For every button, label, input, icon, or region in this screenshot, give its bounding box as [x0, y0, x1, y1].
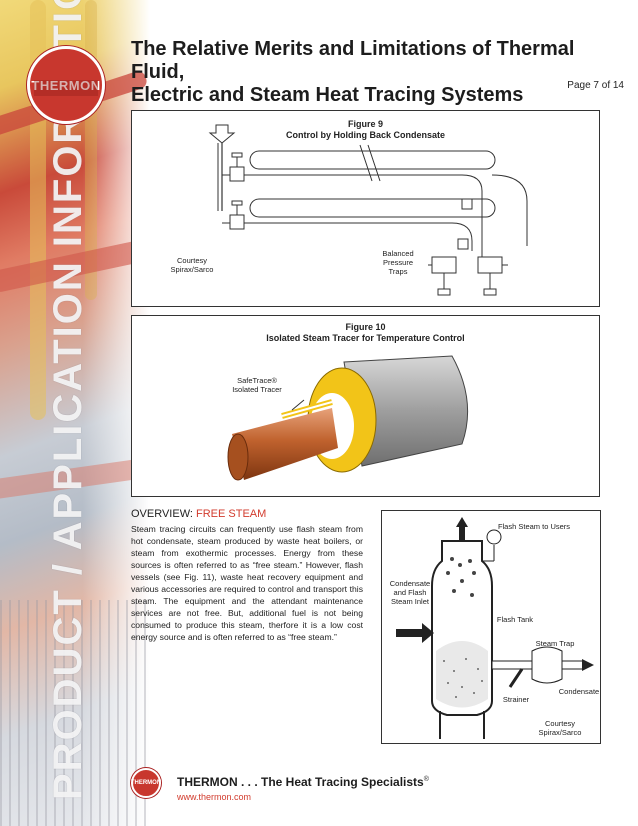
figure-9-courtesy: Courtesy Spirax/Sarco	[170, 256, 214, 274]
inlet-label: Condensate and Flash Steam Inlet	[389, 579, 431, 606]
footer-logo: THERMON	[131, 768, 161, 798]
figure-9-number: Figure 9	[347, 119, 383, 129]
page-indicator: Page 7 of 14	[567, 80, 624, 91]
overview-section: OVERVIEW: FREE STEAM Steam tracing circu…	[131, 508, 363, 643]
figure-10: Figure 10 Isolated Steam Tracer for Temp…	[131, 315, 600, 497]
flash-steam-to-users-label: Flash Steam to Users	[497, 522, 571, 531]
figure-10-tracer-label: SafeTrace® Isolated Tracer	[232, 376, 282, 394]
footer-tagline: THERMON . . . The Heat Tracing Specialis…	[177, 775, 429, 789]
figure-9-traps-label: Balanced Pressure Traps	[382, 249, 414, 276]
footer-url-link[interactable]: www.thermon.com	[177, 792, 252, 802]
figure-10-illustration	[227, 355, 469, 481]
figure-9: Figure 9 Control by Holding Back Condens…	[131, 110, 600, 307]
strainer-label: Strainer	[502, 695, 530, 704]
decorative-grate	[0, 600, 150, 826]
figure-11: Flash Steam to Users Condensate and Flas…	[381, 510, 601, 744]
figure-9-title: Control by Holding Back Condensate	[285, 130, 445, 140]
page-title: The Relative Merits and Limitations of T…	[131, 38, 611, 107]
figure-9-caption: Figure 9 Control by Holding Back Condens…	[132, 119, 599, 141]
overview-body: Steam tracing circuits can frequently us…	[131, 524, 363, 642]
title-line-2: Electric and Steam Heat Tracing Systems	[131, 84, 524, 106]
flash-tank-diagram	[396, 517, 594, 739]
condensate-label: Condensate	[558, 687, 600, 696]
overview-heading: OVERVIEW: FREE STEAM	[131, 508, 267, 520]
figure-10-number: Figure 10	[345, 322, 386, 332]
figure-11-courtesy: Courtesy Spirax/Sarco	[538, 719, 582, 737]
figure-9-diagram	[208, 124, 528, 296]
overview-heading-accent: FREE STEAM	[196, 508, 267, 520]
figure-10-caption: Figure 10 Isolated Steam Tracer for Temp…	[132, 322, 599, 344]
logo-text: THERMON	[31, 77, 101, 93]
flash-tank-label: Flash Tank	[496, 615, 534, 624]
steam-trap-label: Steam Trap	[535, 639, 575, 648]
thermon-logo: THERMON	[27, 46, 105, 124]
title-line-1: The Relative Merits and Limitations of T…	[131, 38, 575, 83]
figure-10-title: Isolated Steam Tracer for Temperature Co…	[266, 333, 465, 343]
